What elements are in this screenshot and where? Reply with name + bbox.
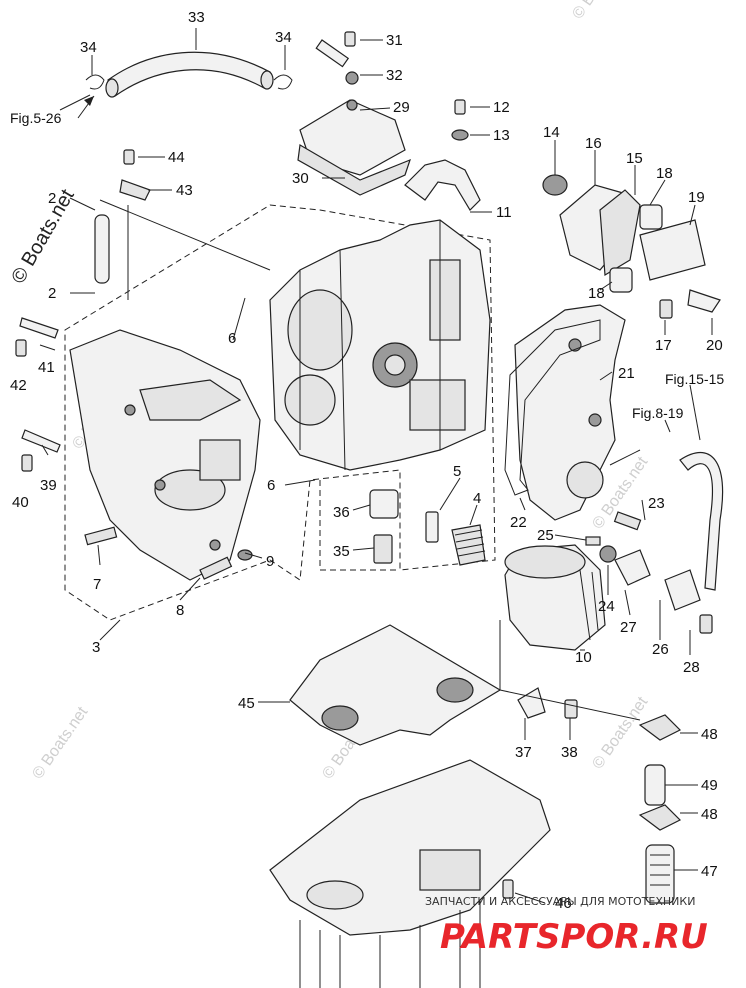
callout-label: 31	[386, 32, 403, 49]
callout-label: 11	[496, 204, 512, 221]
callout-label: 43	[176, 182, 193, 199]
callout-label: 20	[706, 337, 723, 354]
callout-label: 18	[656, 165, 673, 182]
callout-label: 48	[701, 806, 718, 823]
callout-label: 34	[80, 39, 97, 56]
assembly-outlines	[64, 204, 496, 621]
callout-label: 23	[648, 495, 665, 512]
callout-label: 38	[561, 744, 578, 761]
callout-label: 14	[543, 124, 560, 141]
callout-label: 36	[333, 504, 350, 521]
callout-label: 27	[620, 619, 637, 636]
watermark-text: © Boats.net	[29, 703, 91, 782]
filter-fittings	[585, 511, 713, 634]
callout-label: 24	[598, 598, 615, 615]
clamp-parts	[517, 687, 578, 719]
gasket-45	[289, 624, 502, 746]
callout-label: 35	[333, 543, 350, 560]
cover-part	[297, 39, 411, 196]
callout-label: 19	[688, 189, 705, 206]
callout-label: 13	[493, 127, 510, 144]
callout-label: 25	[537, 527, 554, 544]
callout-label: 10	[575, 649, 592, 666]
callout-label: 6	[228, 330, 236, 347]
callout-label: 2	[48, 190, 56, 207]
bolts-lower	[84, 526, 253, 580]
bracket-part	[404, 159, 481, 211]
watermark-text: © Boats.net	[589, 693, 651, 772]
callout-label: 4	[473, 490, 481, 507]
gasket-22	[504, 319, 601, 496]
shop-logo: PARTSPOR.RU	[440, 917, 708, 957]
hose-part	[105, 51, 274, 98]
watermark-text: © Boats.net	[569, 0, 631, 22]
callout-label: 6	[267, 477, 275, 494]
callout-label: 5	[453, 463, 461, 480]
figure-reference: Fig.8-19	[632, 405, 684, 421]
cylinder-block	[269, 219, 491, 471]
callout-label: 12	[493, 99, 510, 116]
plug-parts	[369, 489, 399, 564]
fuel-filter-parts	[638, 714, 682, 904]
callout-label: 29	[393, 99, 410, 116]
callout-label: 42	[10, 377, 27, 394]
callout-label: 7	[93, 576, 101, 593]
watermark-main: © Boats.net	[7, 185, 79, 287]
callout-label: 47	[701, 863, 718, 880]
callout-label: 16	[585, 135, 602, 152]
callout-label: 8	[176, 602, 184, 619]
figure-reference: Fig.5-26	[10, 110, 62, 126]
callout-label: 33	[188, 9, 205, 26]
callout-label: 22	[510, 514, 527, 531]
gasket-21	[514, 304, 626, 521]
shop-banner: ЗАПЧАСТИ И АКСЕССУАРЫ ДЛЯ МОТОТЕХНИКИ PA…	[425, 895, 708, 957]
callout-label: 9	[266, 553, 274, 570]
callout-label: 15	[626, 150, 643, 167]
crankcase-part	[69, 329, 261, 581]
spring-parts	[425, 511, 486, 566]
callout-label: 2	[48, 285, 56, 302]
callout-label: 41	[38, 359, 55, 376]
oil-pan	[269, 759, 551, 988]
callout-label: 40	[12, 494, 29, 511]
callout-label: 45	[238, 695, 255, 712]
callout-label: 18	[588, 285, 605, 302]
callout-label: 21	[618, 365, 635, 382]
callout-label: 28	[683, 659, 700, 676]
callout-label: 17	[655, 337, 672, 354]
callout-label: 30	[292, 170, 309, 187]
arrow-icon	[77, 95, 95, 119]
callout-label: 37	[515, 744, 532, 761]
callout-label: 44	[168, 149, 185, 166]
callout-labels: 33 34 34 31 32 29 30 12 13 11 44 43 2 2 …	[10, 9, 724, 912]
thermostat-parts	[542, 174, 721, 319]
callout-label: 32	[386, 67, 403, 84]
callout-label: 3	[92, 639, 100, 656]
callout-label: 49	[701, 777, 718, 794]
callout-label: 48	[701, 726, 718, 743]
leader-lines	[39, 28, 713, 904]
tube-part	[94, 179, 151, 284]
shop-subtitle: ЗАПЧАСТИ И АКСЕССУАРЫ ДЛЯ МОТОТЕХНИКИ	[425, 895, 695, 908]
callout-label: 34	[275, 29, 292, 46]
small-plates	[15, 317, 61, 472]
fuel-hose	[679, 451, 724, 591]
figure-reference: Fig.15-15	[665, 371, 724, 387]
callout-label: 39	[40, 477, 57, 494]
callout-label: 26	[652, 641, 669, 658]
small-bolts	[123, 31, 469, 165]
hose-clip	[85, 74, 293, 90]
callout-label: 46	[555, 895, 572, 912]
oil-filter	[504, 544, 606, 651]
